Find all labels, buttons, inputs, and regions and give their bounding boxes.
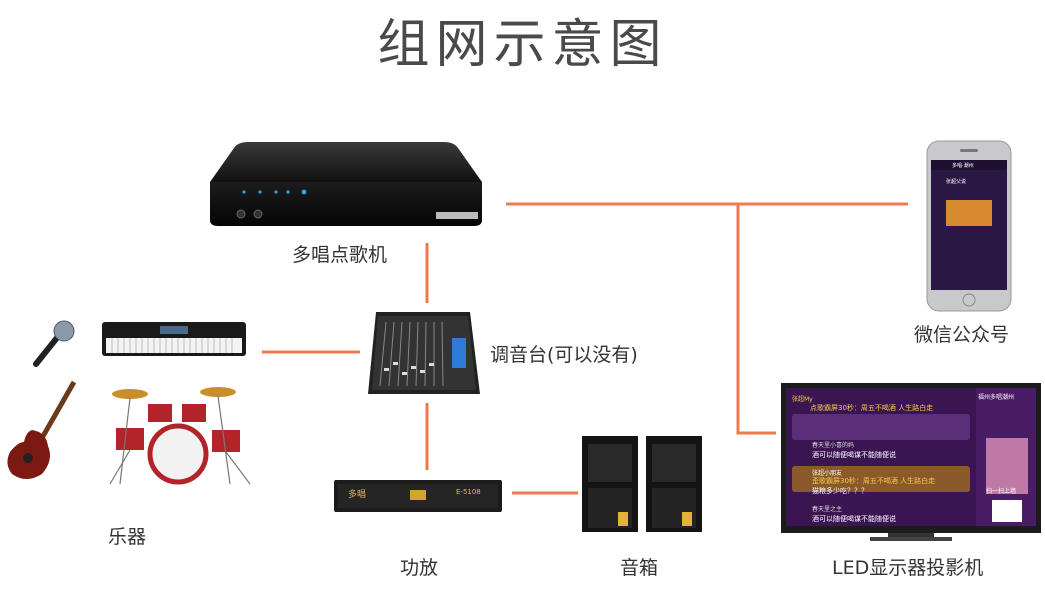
wire-branch-display [736,204,776,435]
drum-kit [90,380,260,486]
drum-kit-icon [109,387,251,485]
mixer-icon [368,312,480,394]
keyboard-icon [102,322,246,356]
phone-icon [926,140,1012,312]
speaker-left [580,434,640,534]
display-badge: 扫一扫上墙 [986,488,1017,495]
speaker-right [644,434,704,534]
phone: 多唱·潮州 张超父说 [926,140,1012,312]
message-text: 酒可以随便喝谋不能随便说 [812,451,896,459]
amplifier-icon [334,480,502,512]
ktv-box [208,140,484,230]
phone-label: 微信公众号 [914,324,1010,346]
ktv-box-icon [210,142,482,226]
message-name: 张超小朋友 [812,470,843,477]
mixer-label: 调音台(可以没有) [490,344,638,366]
speakers-label: 音箱 [620,557,659,579]
message-text: 酒可以随便喝谋不能随便说 [812,515,896,523]
guitar-icon [7,380,77,479]
speaker-icon [646,436,702,532]
led-display: 福州多唱潮州 张超My 点歌霸屏30秒：周五不喝酒 人生路白走 春天里小喜的妈 … [780,382,1042,542]
message-text: 猫粮多少吃？？？ [812,487,868,495]
mixer [366,308,482,400]
message-name: 春天里小喜的妈 [812,442,855,449]
guitar [2,376,86,484]
message-name: 张超My [792,396,813,403]
message-name: 春天里之主 [812,506,843,513]
amplifier-model: E-5108 [456,488,481,496]
amplifier-label: 功放 [400,557,439,579]
diagram-title: 组网示意图 [377,15,668,75]
phone-header: 多唱·潮州 [952,163,974,169]
microphone-icon [33,320,75,367]
ktv-box-label: 多唱点歌机 [292,244,388,266]
amplifier-brand: 多唱 [348,490,367,500]
microphone [28,320,78,368]
message-text: 歪歌霸屏30秒：周五不喝酒 人生路白走 [812,477,936,485]
amplifier: 多唱 E-5108 [332,478,504,514]
phone-user: 张超父说 [946,179,967,185]
display-icon [781,383,1041,541]
instruments-label: 乐器 [108,526,147,548]
speaker-icon [582,436,638,532]
message-text: 点歌霸屏30秒：周五不喝酒 人生路白走 [810,404,934,412]
keyboard [100,320,248,358]
display-label: LED显示器投影机 [832,557,984,579]
display-header: 福州多唱潮州 [978,394,1015,401]
